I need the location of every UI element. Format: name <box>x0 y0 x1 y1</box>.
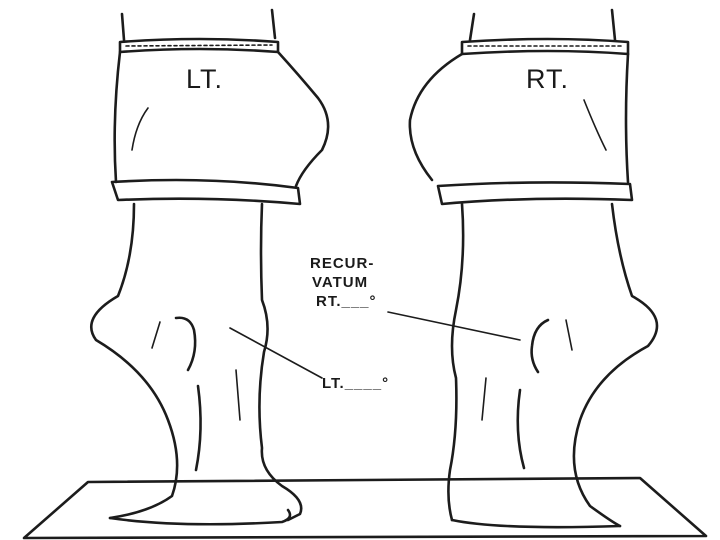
recurvatum-label-line1: RECUR- <box>310 254 374 273</box>
recurvatum-label-line2: VATUM <box>312 273 368 292</box>
left-measure-leader <box>230 328 322 378</box>
left-measure-label: LT.____° <box>322 374 389 393</box>
floor-board <box>24 478 706 538</box>
right-measure-label: RT.___° <box>316 292 377 311</box>
right-side-label: RT. <box>526 64 569 95</box>
left-side-label: LT. <box>186 64 223 95</box>
